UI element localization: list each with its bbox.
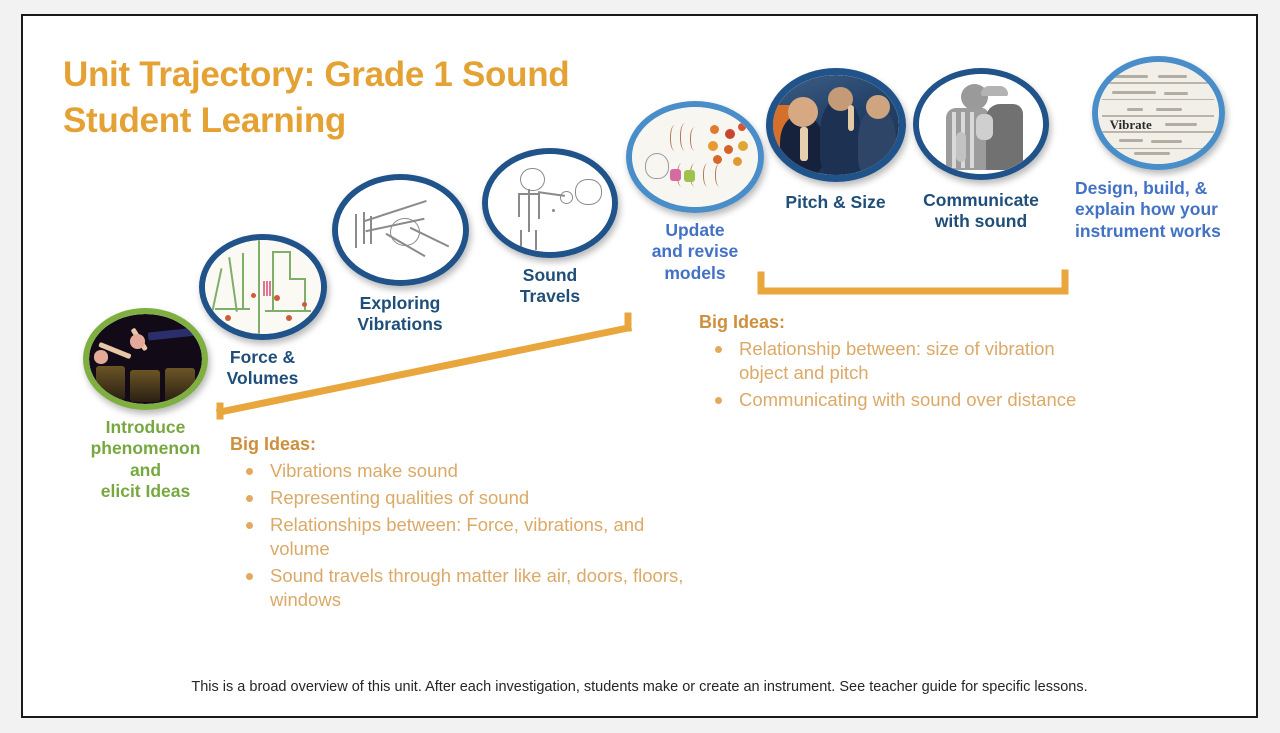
label-line: and bbox=[129, 459, 162, 480]
footer-note: This is a broad overview of this unit. A… bbox=[191, 679, 1088, 695]
node-label-design-build-explain: Design, build, & explain how your instru… bbox=[1075, 178, 1256, 242]
node-label-force-and-volumes: Force & Volumes bbox=[195, 347, 330, 390]
circle-sound-travels bbox=[482, 148, 618, 258]
title-line-1: Unit Trajectory: Grade 1 Sound bbox=[63, 55, 570, 94]
student-model-icon bbox=[632, 107, 758, 207]
label-line: Introduce bbox=[105, 417, 186, 437]
line-drawing-hand-icon bbox=[337, 180, 463, 280]
bracket-horizontal-right bbox=[757, 269, 1069, 295]
slide-canvas: Unit Trajectory: Grade 1 Sound Student L… bbox=[21, 14, 1258, 718]
circle-pitch-and-size bbox=[765, 68, 906, 182]
big-ideas-right-list: Relationship between: size of vibration … bbox=[699, 337, 1099, 412]
photo-boy-cup-phone-icon bbox=[919, 74, 1043, 174]
circle-communicate-with-sound bbox=[913, 68, 1049, 180]
label-line: models bbox=[664, 262, 726, 283]
label-line: Exploring bbox=[359, 293, 441, 313]
student-writing-icon: Vibrate bbox=[1097, 62, 1219, 164]
label-line: Travels bbox=[519, 286, 581, 307]
list-item: Sound travels through matter like air, d… bbox=[230, 564, 700, 612]
line-drawing-child-icon bbox=[488, 154, 612, 252]
node-pitch-and-size[interactable]: Pitch & Size bbox=[762, 68, 909, 213]
circle-introduce-phenomenon bbox=[83, 308, 208, 410]
list-item: Relationships between: Force, vibrations… bbox=[230, 513, 700, 561]
node-communicate-with-sound[interactable]: Communicate with sound bbox=[907, 68, 1055, 233]
label-line: with sound bbox=[934, 211, 1028, 232]
node-introduce-phenomenon[interactable]: Introduce phenomenon and elicit Ideas bbox=[78, 308, 213, 502]
list-item: Relationship between: size of vibration … bbox=[699, 337, 1099, 385]
label-line: Update bbox=[665, 220, 725, 240]
bracket-diagonal-left bbox=[215, 312, 633, 420]
node-label-exploring-vibrations: Exploring Vibrations bbox=[327, 293, 473, 336]
label-line: elicit Ideas bbox=[100, 481, 191, 502]
label-line: phenomenon bbox=[90, 438, 201, 459]
label-line: Sound bbox=[522, 265, 578, 285]
node-design-build-explain[interactable]: Vibrate Design, build, & explain how you… bbox=[1063, 56, 1253, 241]
node-sound-travels[interactable]: Sound Travels bbox=[475, 148, 625, 308]
node-label-communicate-with-sound: Communicate with sound bbox=[907, 190, 1055, 233]
big-ideas-left-heading: Big Ideas: bbox=[230, 434, 317, 454]
circle-design-build-explain: Vibrate bbox=[1091, 56, 1225, 170]
circle-exploring-vibrations bbox=[331, 174, 469, 286]
label-line: Pitch & Size bbox=[785, 192, 886, 212]
handwriting-word: Vibrate bbox=[1109, 117, 1152, 133]
circle-force-and-volumes bbox=[198, 234, 327, 340]
node-label-update-and-revise-models: Update and revise models bbox=[619, 220, 771, 284]
node-exploring-vibrations[interactable]: Exploring Vibrations bbox=[327, 174, 473, 336]
node-force-and-volumes[interactable]: Force & Volumes bbox=[195, 234, 330, 390]
big-ideas-left: Big Ideas: Vibrations make sound Represe… bbox=[230, 434, 700, 615]
label-line: instrument works bbox=[1075, 220, 1221, 241]
big-ideas-left-list: Vibrations make sound Representing quali… bbox=[230, 459, 700, 612]
big-ideas-right-heading: Big Ideas: bbox=[699, 312, 786, 332]
label-line: Communicate bbox=[923, 190, 1039, 210]
title-line-2: Student Learning bbox=[63, 101, 346, 141]
circle-update-and-revise-models bbox=[626, 101, 764, 213]
big-ideas-right: Big Ideas: Relationship between: size of… bbox=[699, 312, 1099, 415]
list-item: Vibrations make sound bbox=[230, 459, 700, 483]
student-drawing-icon bbox=[204, 240, 321, 334]
label-line: and revise bbox=[651, 241, 739, 262]
node-label-introduce-phenomenon: Introduce phenomenon and elicit Ideas bbox=[78, 417, 213, 502]
label-line: explain how your bbox=[1075, 199, 1218, 220]
label-line: Force & bbox=[229, 347, 296, 367]
node-label-sound-travels: Sound Travels bbox=[475, 265, 625, 308]
label-line: Volumes bbox=[226, 368, 299, 389]
list-item: Representing qualities of sound bbox=[230, 486, 700, 510]
photo-drums-icon bbox=[89, 314, 202, 404]
node-label-pitch-and-size: Pitch & Size bbox=[762, 192, 909, 213]
page-title: Unit Trajectory: Grade 1 Sound Student L… bbox=[63, 52, 683, 144]
list-item: Communicating with sound over distance bbox=[699, 388, 1099, 412]
label-line: Vibrations bbox=[357, 314, 443, 335]
label-line: Design, build, & bbox=[1075, 178, 1208, 198]
node-update-and-revise-models[interactable]: Update and revise models bbox=[619, 101, 771, 284]
photo-students-icon bbox=[772, 75, 899, 175]
